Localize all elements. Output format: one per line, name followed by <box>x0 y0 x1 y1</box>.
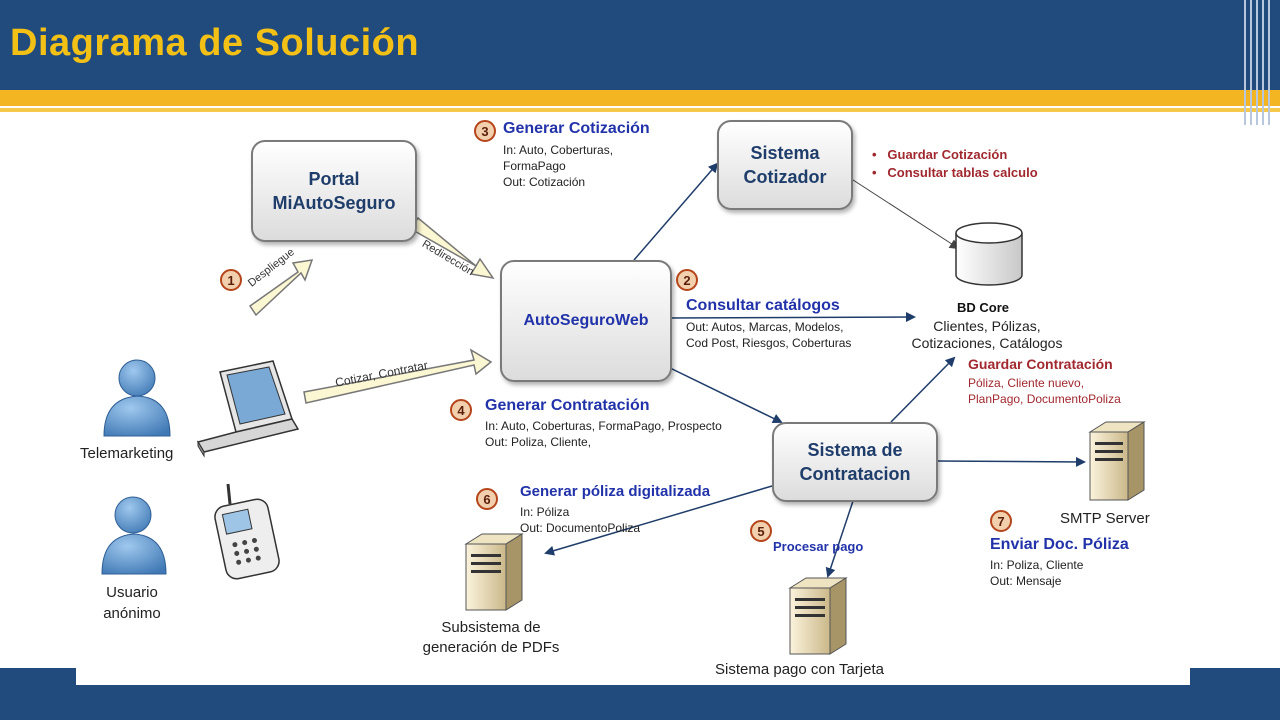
step-6-title: Generar póliza digitalizada <box>520 483 711 500</box>
diagram-connectors <box>101 162 1146 655</box>
to-pdf-arrow <box>544 485 773 556</box>
cotizar-arrow <box>303 348 493 404</box>
step-3-line-1: In: Auto, Coberturas, <box>503 143 614 157</box>
step-2-line-1: Out: Autos, Marcas, Modelos, <box>686 320 844 334</box>
cotizador-note-1: • Guardar Cotización <box>872 147 1008 162</box>
bd-core-title: BD Core <box>957 300 1010 315</box>
step-2-title: Consultar catálogos <box>686 297 840 314</box>
guardar-contratacion-arrow <box>890 356 956 423</box>
slide-title: Diagrama de Solución <box>10 22 420 64</box>
step-7-title: Enviar Doc. Póliza <box>990 536 1129 553</box>
cotizador-note-2: • Consultar tablas calculo <box>872 165 1038 180</box>
laptop-icon <box>196 360 300 458</box>
sistema-contratacion-label: Sistema de Contratacion <box>799 440 911 484</box>
autoseguroweb-label: AutoSeguroWeb <box>523 312 649 329</box>
telemarketing-label: Telemarketing <box>80 445 174 462</box>
payment-system-label: Sistema pago con Tarjeta <box>715 661 884 678</box>
cotizador-note-2-text: Consultar tablas calculo <box>887 165 1038 180</box>
header-gold-bar <box>0 90 1280 106</box>
step-3-line-3: Out: Cotización <box>503 175 586 189</box>
to-contratacion-arrow <box>665 365 783 423</box>
guardar-contratacion-title: Guardar Contratación <box>968 356 1113 372</box>
sistema-contratacion-box: Sistema de Contratacion <box>772 422 938 502</box>
header-band <box>0 0 1280 90</box>
step-7-line-2: Out: Mensaje <box>990 574 1062 588</box>
step-7-line-1: In: Poliza, Cliente <box>990 558 1084 572</box>
corner-stripes <box>1240 0 1280 125</box>
step-5-badge: 5 <box>750 520 772 542</box>
cotizador-note-1-text: Guardar Cotización <box>887 147 1008 162</box>
step-2-badge: 2 <box>676 269 698 291</box>
step-6-line-2: Out: DocumentoPoliza <box>520 521 641 535</box>
step-6-badge: 6 <box>476 488 498 510</box>
cellphone-icon <box>214 483 280 580</box>
step-3-line-2: FormaPago <box>503 159 566 173</box>
step-2-line-2: Cod Post, Riesgos, Coberturas <box>686 336 852 350</box>
step-7-badge: 7 <box>990 510 1012 532</box>
step-4-line-1: In: Auto, Coberturas, FormaPago, Prospec… <box>485 419 722 433</box>
step-1-badge: 1 <box>220 269 242 291</box>
guardar-contratacion-line-2: PlanPago, DocumentoPoliza <box>968 392 1121 406</box>
to-smtp-arrow <box>935 456 1086 467</box>
sistema-cotizador-label: Sistema Cotizador <box>743 143 827 187</box>
redireccion-arrow <box>409 216 495 280</box>
payment-server-icon <box>788 577 848 655</box>
pdf-subsystem-label: Subsistema de generación de PDFs <box>422 619 560 656</box>
step-3-badge: 3 <box>474 120 496 142</box>
step-3-title: Generar Cotización <box>503 120 650 137</box>
step-5-title: Procesar pago <box>773 539 864 554</box>
guardar-contratacion-line-1: Póliza, Cliente nuevo, <box>968 376 1085 390</box>
solution-diagram: Despliegue Redirección Cotizar, Contrata… <box>76 112 1190 685</box>
portal-miautoseguro-box: Portal MiAutoSeguro <box>251 140 417 242</box>
bd-core-subtitle: Clientes, Pólizas, Cotizaciones, Catálog… <box>911 318 1063 351</box>
autoseguroweb-box: AutoSeguroWeb <box>500 260 672 382</box>
smtp-server-label: SMTP Server <box>1060 510 1150 527</box>
smtp-server-icon <box>1088 421 1146 501</box>
portal-miautoseguro-label: Portal MiAutoSeguro <box>272 169 396 213</box>
anonymous-person-icon <box>101 496 167 575</box>
header-gold-line <box>0 108 1280 112</box>
step-6-line-1: In: Póliza <box>520 505 570 519</box>
pdf-server-icon <box>464 533 524 611</box>
database-icon <box>955 222 1023 286</box>
to-cotizador-arrow <box>633 162 719 261</box>
step-4-line-2: Out: Poliza, Cliente, <box>485 435 592 449</box>
despliegue-arrow <box>248 259 314 317</box>
sistema-cotizador-box: Sistema Cotizador <box>717 120 853 210</box>
step-4-badge: 4 <box>450 399 472 421</box>
telemarketing-person-icon <box>103 359 171 437</box>
consultar-catalogos-arrow <box>667 312 916 323</box>
cotizador-to-bd-arrow <box>849 177 960 250</box>
step-4-title: Generar Contratación <box>485 397 650 414</box>
usuario-anonimo-label: Usuario anónimo <box>103 584 161 622</box>
to-pago-arrow <box>825 497 855 578</box>
